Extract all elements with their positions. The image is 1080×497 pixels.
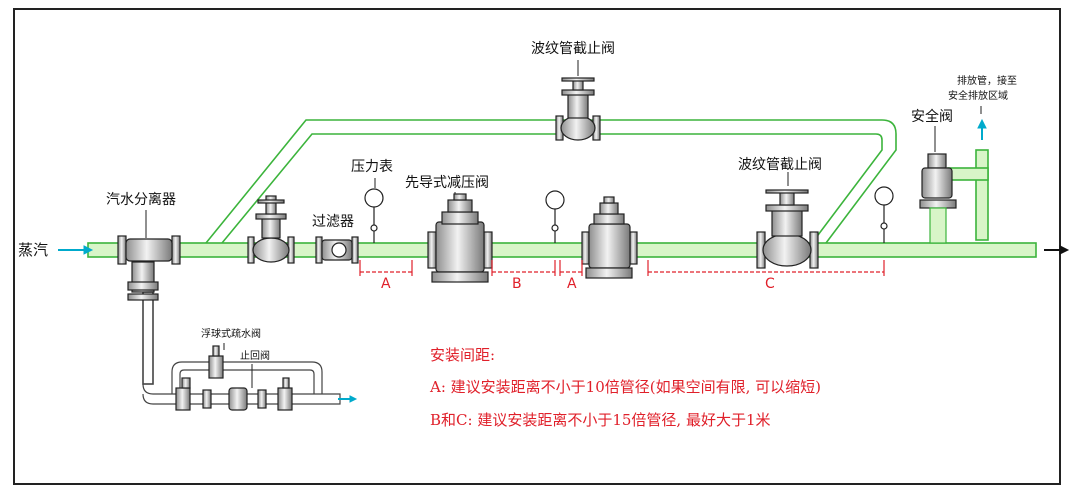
bellows-valve-bypass bbox=[555, 77, 601, 141]
dimension-b-label: B bbox=[512, 276, 522, 292]
leader-lines bbox=[145, 60, 982, 388]
pilot-prv-main bbox=[427, 193, 493, 283]
label-float-trap: 浮球式疏水阀 bbox=[201, 329, 261, 340]
label-steam-inlet: 蒸汽 bbox=[18, 241, 49, 259]
label-bellows-valve-mainline: 波纹管截止阀 bbox=[738, 157, 822, 173]
exhaust-riser bbox=[975, 149, 989, 241]
dimension-c-label: C bbox=[765, 276, 775, 292]
safety-valve-unit bbox=[919, 153, 957, 244]
note-a: A: 建议安装距离不小于10倍管径(如果空间有限, 可以缩短) bbox=[430, 378, 821, 396]
notes-heading: 安装间距: bbox=[430, 346, 496, 364]
trap-bypass-loop-inner bbox=[179, 369, 315, 394]
pressure-gauge-2 bbox=[545, 190, 565, 243]
dimension-lines bbox=[359, 260, 885, 276]
main-steam-pipe bbox=[87, 242, 1037, 258]
dimension-a1-label: A bbox=[381, 276, 391, 292]
label-check-valve: 止回阀 bbox=[240, 351, 270, 362]
pressure-gauge-1 bbox=[364, 188, 384, 243]
flow-arrows bbox=[58, 118, 1070, 403]
label-bellows-valve-bypass: 波纹管截止阀 bbox=[531, 41, 615, 57]
dimension-a2-line bbox=[559, 260, 583, 276]
label-exhaust-line1: 排放管，接至 bbox=[957, 76, 1017, 87]
dimension-c-line bbox=[647, 260, 885, 276]
exhaust-elbow bbox=[947, 167, 989, 181]
pressure-gauge-3 bbox=[874, 186, 894, 243]
drain-pipe-vertical bbox=[142, 291, 154, 385]
bypass-pipe-inner bbox=[221, 133, 883, 244]
label-pressure-gauge: 压力表 bbox=[351, 159, 393, 175]
trap-assembly bbox=[175, 345, 293, 411]
label-pilot-prv: 先导式减压阀 bbox=[405, 175, 489, 191]
stop-valve-left bbox=[247, 195, 295, 264]
label-strainer: 过滤器 bbox=[312, 214, 354, 230]
bellows-valve-mainline bbox=[756, 189, 819, 269]
note-bc: B和C: 建议安装距离不小于15倍管径, 最好大于1米 bbox=[430, 411, 771, 429]
dimension-b-line bbox=[491, 260, 556, 276]
label-exhaust-line2: 安全排放区域 bbox=[948, 91, 1008, 102]
dimension-a2-label: A bbox=[567, 276, 577, 292]
bypass-pipe-outer bbox=[205, 119, 897, 244]
flow-arrow-outlet bbox=[1044, 245, 1070, 255]
flow-arrow-drain bbox=[338, 395, 358, 403]
flow-arrow-exhaust bbox=[977, 118, 987, 140]
trap-bypass-loop bbox=[171, 361, 323, 394]
label-separator: 汽水分离器 bbox=[106, 192, 176, 208]
strainer-unit bbox=[315, 236, 359, 264]
pipework bbox=[87, 119, 1037, 405]
label-safety-valve: 安全阀 bbox=[911, 109, 953, 125]
pilot-prv-secondary bbox=[581, 196, 638, 279]
flow-arrow-inlet bbox=[58, 245, 94, 255]
pressure-gauges bbox=[364, 186, 894, 243]
steam-separator bbox=[117, 235, 181, 301]
dimension-a1-line bbox=[359, 260, 413, 276]
